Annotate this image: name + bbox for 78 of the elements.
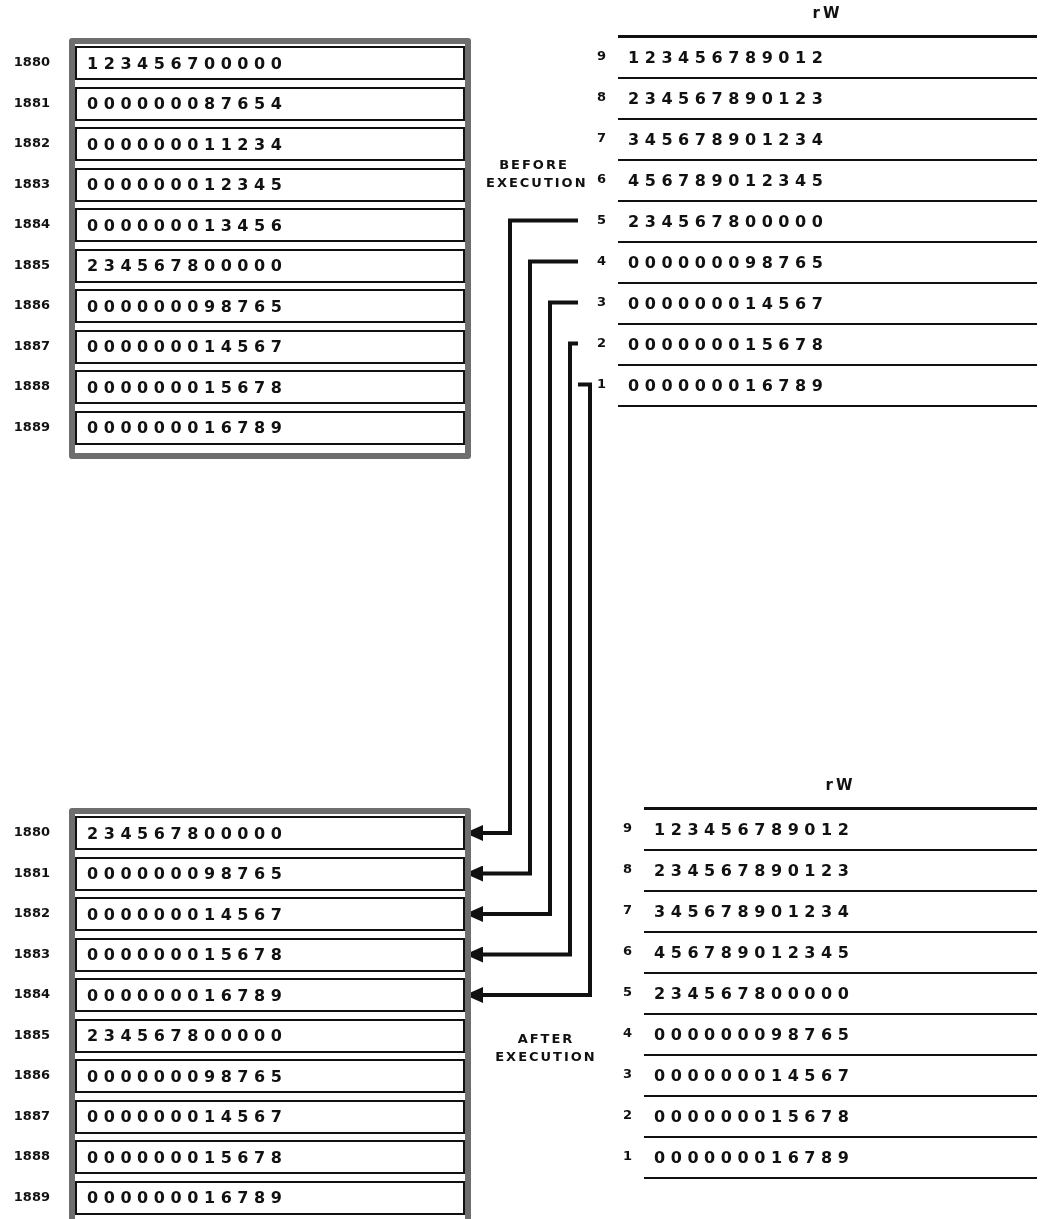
register-word: 2 3 4 5 6 7 8 9 0 1 2 3 xyxy=(618,77,1037,120)
register-word: 1 2 3 4 5 6 7 8 9 0 1 2 xyxy=(618,36,1037,79)
row-number: 2 xyxy=(621,1106,632,1122)
memory-word: 0 0 0 0 0 0 0 1 3 4 5 6 xyxy=(75,208,465,242)
memory-word: 0 0 0 0 0 0 0 1 6 7 8 9 xyxy=(75,978,465,1012)
register-word: 2 3 4 5 6 7 8 9 0 1 2 3 xyxy=(644,849,1037,892)
row-number: 1880 xyxy=(12,824,50,839)
row-number: 1886 xyxy=(12,297,50,312)
row-number: 1888 xyxy=(12,1148,50,1163)
memory-word: 0 0 0 0 0 0 0 1 2 3 4 5 xyxy=(75,167,465,202)
row-number: 1 xyxy=(595,375,606,391)
row-number: 1884 xyxy=(12,986,50,1001)
memory-word: 2 3 4 5 6 7 8 0 0 0 0 0 xyxy=(75,816,465,850)
register-word: 4 5 6 7 8 9 0 1 2 3 4 5 xyxy=(618,159,1037,202)
register-word: 0 0 0 0 0 0 0 1 6 7 8 9 xyxy=(644,1136,1037,1179)
row-number: 5 xyxy=(621,983,632,999)
table-heading: rW xyxy=(812,4,843,22)
row-number: 1883 xyxy=(12,175,50,191)
row-number: 4 xyxy=(621,1024,632,1040)
register-word: 0 0 0 0 0 0 0 9 8 7 6 5 xyxy=(644,1013,1037,1056)
register-word: 2 3 4 5 6 7 8 0 0 0 0 0 xyxy=(644,972,1037,1015)
memory-word: 0 0 0 0 0 0 0 9 8 7 6 5 xyxy=(75,289,465,323)
row-number: 8 xyxy=(595,88,606,104)
memory-word: 2 3 4 5 6 7 8 0 0 0 0 0 xyxy=(75,248,465,283)
row-number: 4 xyxy=(595,252,606,268)
memory-word: 0 0 0 0 0 0 0 1 6 7 8 9 xyxy=(75,1180,465,1215)
row-number: 8 xyxy=(621,860,632,876)
register-word: 1 2 3 4 5 6 7 8 9 0 1 2 xyxy=(644,808,1037,851)
memory-word: 0 0 0 0 0 0 0 1 6 7 8 9 xyxy=(75,410,465,445)
row-number: 7 xyxy=(621,901,632,917)
row-number: 1885 xyxy=(12,1026,50,1042)
row-number: 6 xyxy=(621,942,632,958)
row-number: 1885 xyxy=(12,256,50,272)
register-word: 3 4 5 6 7 8 9 0 1 2 3 4 xyxy=(644,890,1037,933)
row-number: 9 xyxy=(621,819,632,835)
memory-word: 1 2 3 4 5 6 7 0 0 0 0 0 xyxy=(75,46,465,80)
row-number: 1880 xyxy=(12,54,50,69)
row-number: 3 xyxy=(621,1065,632,1081)
row-number: 3 xyxy=(595,293,606,309)
register-word: 0 0 0 0 0 0 0 1 4 5 6 7 xyxy=(618,282,1037,325)
memory-word: 0 0 0 0 0 0 0 1 4 5 6 7 xyxy=(75,329,465,364)
memory-word: 0 0 0 0 0 0 0 1 4 5 6 7 xyxy=(75,897,465,931)
memory-word: 0 0 0 0 0 0 0 1 5 6 7 8 xyxy=(75,370,465,404)
row-number: 1887 xyxy=(12,337,50,353)
memory-word: 0 0 0 0 0 0 0 1 5 6 7 8 xyxy=(75,937,465,972)
row-number: 5 xyxy=(595,211,606,227)
register-word: 3 4 5 6 7 8 9 0 1 2 3 4 xyxy=(618,118,1037,161)
register-word: 0 0 0 0 0 0 0 1 4 5 6 7 xyxy=(644,1054,1037,1097)
memory-word: 2 3 4 5 6 7 8 0 0 0 0 0 xyxy=(75,1018,465,1053)
row-number: 1889 xyxy=(12,418,50,434)
register-word: 4 5 6 7 8 9 0 1 2 3 4 5 xyxy=(644,931,1037,974)
row-number: 2 xyxy=(595,334,606,350)
row-number: 1886 xyxy=(12,1067,50,1082)
row-number: 1884 xyxy=(12,216,50,231)
memory-word: 0 0 0 0 0 0 0 1 1 2 3 4 xyxy=(75,127,465,161)
row-number: 1888 xyxy=(12,378,50,393)
table-heading: rW xyxy=(825,776,856,794)
memory-word: 0 0 0 0 0 0 0 9 8 7 6 5 xyxy=(75,856,465,891)
register-word: 0 0 0 0 0 0 0 1 6 7 8 9 xyxy=(618,364,1037,407)
memory-word: 0 0 0 0 0 0 0 1 5 6 7 8 xyxy=(75,1140,465,1174)
memory-word: 0 0 0 0 0 0 0 8 7 6 5 4 xyxy=(75,86,465,121)
row-number: 1881 xyxy=(12,94,50,110)
register-word: 0 0 0 0 0 0 0 9 8 7 6 5 xyxy=(618,241,1037,284)
row-number: 9 xyxy=(595,47,606,63)
register-word: 2 3 4 5 6 7 8 0 0 0 0 0 xyxy=(618,200,1037,243)
row-number: 1882 xyxy=(12,135,50,150)
memory-word: 0 0 0 0 0 0 0 9 8 7 6 5 xyxy=(75,1059,465,1093)
register-word: 0 0 0 0 0 0 0 1 5 6 7 8 xyxy=(644,1095,1037,1138)
row-number: 7 xyxy=(595,129,606,145)
row-number: 1883 xyxy=(12,945,50,961)
caption-label: AFTER EXECUTION xyxy=(494,1030,598,1066)
register-word: 0 0 0 0 0 0 0 1 5 6 7 8 xyxy=(618,323,1037,366)
row-number: 1882 xyxy=(12,905,50,920)
memory-word: 0 0 0 0 0 0 0 1 4 5 6 7 xyxy=(75,1099,465,1134)
row-number: 1881 xyxy=(12,864,50,880)
row-number: 1 xyxy=(621,1147,632,1163)
row-number: 1887 xyxy=(12,1107,50,1123)
row-number: 1889 xyxy=(12,1188,50,1204)
